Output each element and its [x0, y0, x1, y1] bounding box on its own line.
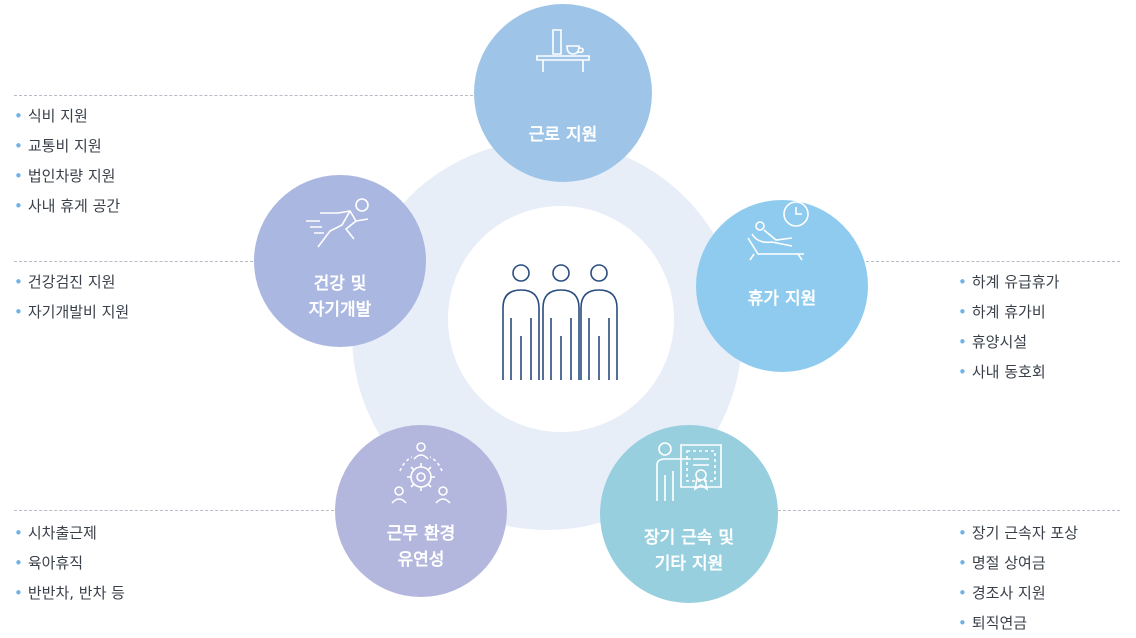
runner-icon	[306, 198, 369, 248]
vacation-list: 하계 유급휴가 하계 휴가비 휴양시설 사내 동호회	[958, 267, 1060, 387]
work-support-list: 식비 지원 교통비 지원 법인차량 지원 사내 휴게 공간	[14, 101, 120, 221]
node-tenure-line1: 장기 근속 및	[643, 528, 735, 548]
tenure-list: 장기 근속자 포상 명절 상여금 경조사 지원 퇴직연금	[958, 518, 1078, 638]
node-flexible-work: 근무 환경 유연성	[335, 425, 507, 597]
list-item: 반반차, 반차 등	[14, 578, 125, 608]
list-item: 사내 휴게 공간	[14, 191, 120, 221]
list-item: 하계 유급휴가	[958, 267, 1060, 297]
list-item: 사내 동호회	[958, 357, 1059, 387]
divider-flex	[14, 510, 344, 511]
node-vacation-support: 휴가 지원	[696, 200, 868, 372]
list-item: 시차출근제	[14, 518, 125, 548]
list-item: 장기 근속자 포상	[958, 518, 1078, 548]
list-item: 퇴직연금	[958, 608, 1078, 638]
people-group-icon	[502, 264, 618, 380]
relax-clock-icon	[747, 201, 809, 261]
divider-tenure	[768, 510, 1120, 511]
presenter-certificate-icon	[656, 442, 722, 501]
center-circle	[448, 206, 674, 432]
node-health-development: 건강 및 자기개발	[254, 175, 426, 347]
list-item: 식비 지원	[14, 101, 120, 131]
node-health-line1: 건강 및	[313, 274, 367, 294]
divider-health	[14, 261, 258, 262]
list-item: 법인차량 지원	[14, 161, 120, 191]
node-vacation-label: 휴가 지원	[747, 289, 817, 309]
node-work-support: 근로 지원	[474, 4, 652, 182]
divider-vacation	[866, 261, 1120, 262]
divider-work	[14, 95, 488, 96]
health-list: 건강검진 지원 자기개발비 지원	[14, 267, 129, 327]
flex-work-list: 시차출근제 육아휴직 반반차, 반차 등	[14, 518, 125, 608]
node-flex-line1: 근무 환경	[386, 524, 456, 544]
people-gear-icon	[391, 442, 451, 504]
node-tenure-line2: 기타 지원	[654, 554, 724, 574]
list-item: 하계 휴가비	[958, 297, 1059, 327]
list-item: 건강검진 지원	[14, 267, 129, 297]
list-item: 경조사 지원	[958, 578, 1078, 608]
list-item: 자기개발비 지원	[14, 297, 129, 327]
cup-on-desk-icon	[536, 29, 590, 72]
node-health-line2: 자기개발	[308, 300, 372, 320]
node-flex-line2: 유연성	[397, 550, 445, 570]
node-tenure-support: 장기 근속 및 기타 지원	[600, 425, 778, 603]
list-item: 휴양시설	[958, 327, 1059, 357]
list-item: 명절 상여금	[958, 548, 1078, 578]
node-work-label: 근로 지원	[528, 125, 598, 145]
list-item: 육아휴직	[14, 548, 125, 578]
list-item: 교통비 지원	[14, 131, 120, 161]
